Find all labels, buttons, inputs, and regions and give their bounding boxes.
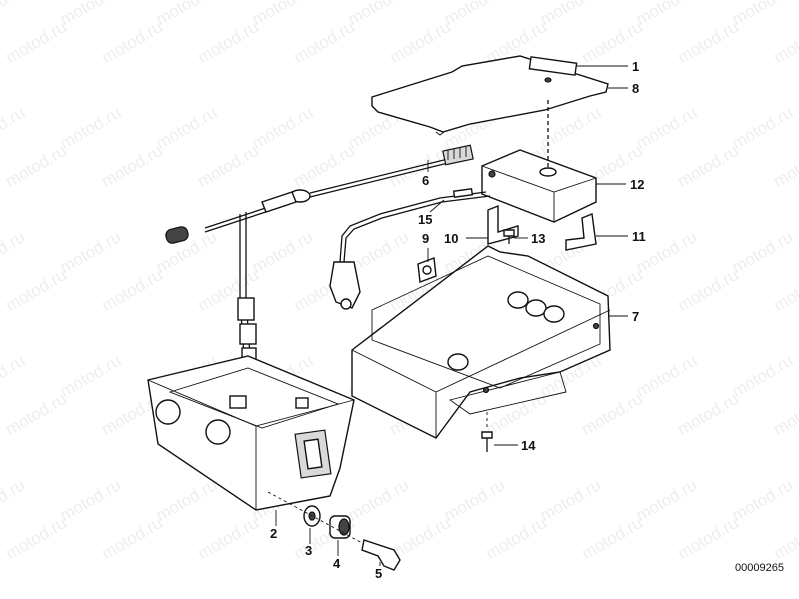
- watermark-text: motod.ru: [729, 103, 797, 153]
- callout-labels: 1 8 6 12 15 9 10 13 11 7 14 2 3 4 5: [270, 59, 646, 581]
- part-15-cable: [329, 187, 491, 310]
- watermark-text: motod.ru: [98, 17, 166, 67]
- watermark-text: motod.ru: [633, 475, 701, 525]
- watermark-text: motod.ru: [578, 513, 646, 563]
- watermark-text: motod.ru: [194, 17, 262, 67]
- callout-7: 7: [632, 309, 639, 324]
- watermark-text: motod.ru: [98, 513, 166, 563]
- watermark-text: motod.ru: [0, 227, 28, 277]
- watermark-text: motod.ru: [0, 351, 28, 401]
- watermark-text: motod.ru: [674, 141, 742, 191]
- watermark-text: motod.ru: [770, 17, 799, 67]
- watermark-text: motod.ru: [674, 265, 742, 315]
- part-11-bracket: [565, 213, 597, 251]
- callout-11: 11: [632, 229, 646, 244]
- watermark-text: motod.ru: [2, 141, 70, 191]
- watermark-text: motod.ru: [633, 103, 701, 153]
- watermark-text: motod.ru: [249, 0, 317, 29]
- watermark-text: motod.ru: [537, 103, 605, 153]
- watermark-text: motod.ru: [153, 103, 221, 153]
- part-10-bracket: [487, 204, 519, 245]
- callout-9: 9: [422, 231, 429, 246]
- callout-8: 8: [632, 81, 639, 96]
- callout-12: 12: [630, 177, 644, 192]
- watermark-text: motod.ru: [441, 0, 509, 29]
- callout-14: 14: [521, 438, 536, 453]
- watermark-text: motod.ru: [57, 351, 125, 401]
- watermark-text: motod.ru: [0, 475, 28, 525]
- watermark-text: motod.ru: [194, 513, 262, 563]
- watermark-text: motod.ru: [98, 265, 166, 315]
- watermark-text: motod.ru: [482, 513, 550, 563]
- watermark-text: motod.ru: [770, 389, 799, 439]
- watermark-text: motod.ru: [537, 475, 605, 525]
- watermark-text: motod.ru: [2, 17, 70, 67]
- part-12-control-box: [481, 100, 597, 223]
- watermark-text: motod.ru: [674, 389, 742, 439]
- callout-6: 6: [422, 173, 429, 188]
- watermark-text: motod.ru: [729, 0, 797, 29]
- watermark-text: motod.ru: [386, 17, 454, 67]
- callout-13: 13: [531, 231, 545, 246]
- part-8-cover-plate: [371, 55, 609, 136]
- watermark-text: motod.ru: [537, 0, 605, 29]
- watermark-text: motod.ru: [57, 0, 125, 29]
- watermark-text: motod.ru: [0, 103, 28, 153]
- callout-5: 5: [375, 566, 382, 581]
- watermark-text: motod.ru: [770, 141, 799, 191]
- watermark-text: motod.ru: [2, 265, 70, 315]
- callout-1: 1: [632, 59, 639, 74]
- watermark-text: motod.ru: [0, 0, 28, 29]
- part-13-bolt: [503, 229, 515, 244]
- part-9-grommet: [417, 257, 437, 283]
- watermark-text: motod.ru: [674, 513, 742, 563]
- watermark-text: motod.ru: [674, 17, 742, 67]
- watermark-text: motod.ru: [194, 141, 262, 191]
- watermark-text: motod.ru: [729, 227, 797, 277]
- watermark-text: motod.ru: [153, 475, 221, 525]
- callout-15: 15: [418, 212, 432, 227]
- watermark-text: motod.ru: [729, 475, 797, 525]
- watermark-text: motod.ru: [153, 0, 221, 29]
- leader-lines: [275, 65, 628, 566]
- callout-2: 2: [270, 526, 277, 541]
- part-7-main-tray: [351, 245, 611, 439]
- part-2-storage-box: [147, 355, 355, 511]
- reference-number: 00009265: [735, 562, 784, 574]
- callout-4: 4: [333, 556, 341, 571]
- part-4-lock-cylinder: [329, 515, 351, 539]
- watermark-text: motod.ru: [729, 351, 797, 401]
- watermark-text: motod.ru: [441, 475, 509, 525]
- watermark-text: motod.ru: [98, 141, 166, 191]
- watermark-text: motod.ru: [2, 389, 70, 439]
- watermark-text: motod.ru: [249, 227, 317, 277]
- watermark-text: motod.ru: [770, 265, 799, 315]
- part-14-screw: [481, 412, 493, 452]
- watermark-text: motod.ru: [345, 0, 413, 29]
- callout-10: 10: [444, 231, 458, 246]
- watermark-text: motod.ru: [2, 513, 70, 563]
- watermark-text: motod.ru: [57, 475, 125, 525]
- watermark-text: motod.ru: [249, 103, 317, 153]
- watermark-text: motod.ru: [57, 227, 125, 277]
- watermark-text: motod.ru: [633, 351, 701, 401]
- watermark-text: motod.ru: [345, 475, 413, 525]
- part-5-key: [267, 491, 401, 571]
- watermark-text: motod.ru: [578, 389, 646, 439]
- watermark-text: motod.ru: [770, 513, 799, 563]
- callout-3: 3: [305, 543, 312, 558]
- watermark-text: motod.ru: [57, 103, 125, 153]
- watermark-text: motod.ru: [290, 17, 358, 67]
- watermark-text: motod.ru: [633, 0, 701, 29]
